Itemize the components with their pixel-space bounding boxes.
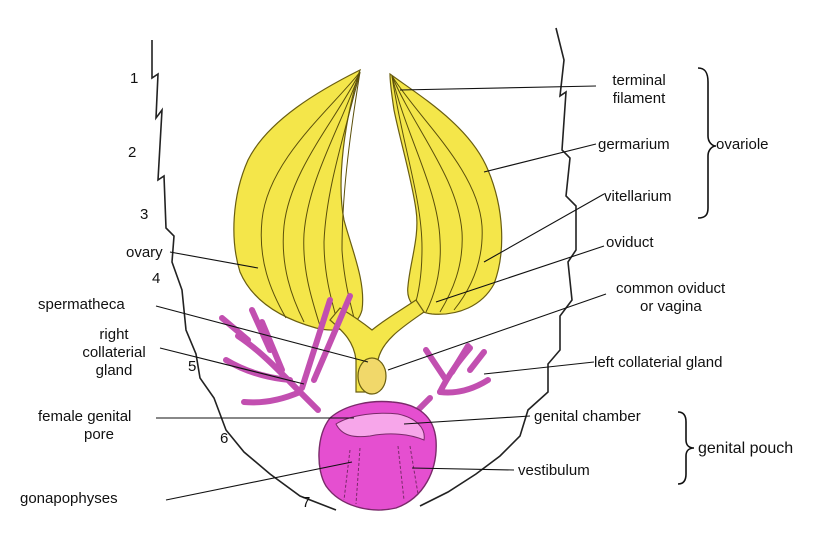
right-collaterial-gland-label: right collaterial gland (70, 326, 158, 380)
segment-number: 4 (152, 270, 161, 287)
oviduct-label: oviduct (606, 234, 654, 251)
genital-chamber (335, 412, 425, 441)
female-genital-pore-label: female genital pore (38, 408, 131, 444)
right-ovarioles (391, 75, 483, 313)
left-body-wall (151, 40, 337, 511)
segment-number: 1 (130, 70, 139, 87)
segment-number: 6 (220, 430, 229, 447)
terminal-filament-line1: terminal (612, 72, 666, 89)
left-collaterial-gland-label: left collaterial gland (594, 354, 723, 371)
germarium-label: germarium (598, 136, 670, 153)
common-oviduct-label: common oviduct or vagina (616, 280, 725, 316)
ovary-label: ovary (126, 244, 163, 261)
left-collaterial-gland (411, 343, 491, 417)
common-oviduct (329, 299, 425, 393)
genital-chamber-label: genital chamber (534, 408, 641, 425)
genital-pouch-label: genital pouch (698, 440, 794, 457)
vestibulum-label: vestibulum (518, 462, 590, 479)
segment-number: 2 (128, 144, 137, 161)
segment-number: 7 (302, 494, 311, 511)
gonapophyses-label: gonapophyses (20, 490, 118, 507)
female-genital-pore-line1: female genital (38, 408, 132, 425)
genital-pouch-brace (677, 411, 695, 485)
right-collaterial-line1: right (99, 326, 129, 343)
right-ovary (389, 72, 503, 315)
gonapophyses (343, 445, 419, 505)
female-genital-pore-line2: pore (84, 426, 115, 443)
segment-number: 5 (188, 358, 197, 375)
ovariole-label: ovariole (716, 136, 769, 153)
spermatheca (357, 357, 387, 395)
segment-number: 3 (140, 206, 149, 223)
right-collaterial-line3: gland (95, 362, 133, 379)
left-ovary (233, 68, 364, 331)
leader-lines (155, 85, 607, 501)
common-oviduct-line1: common oviduct (616, 280, 726, 297)
terminal-filament-line2: filament (612, 90, 666, 107)
common-oviduct-line2: or vagina (640, 298, 702, 315)
right-collaterial-gland (219, 293, 353, 413)
right-collaterial-line2: collaterial (82, 344, 146, 361)
vitellarium-label: vitellarium (604, 188, 672, 205)
ovariole-brace (697, 67, 717, 219)
terminal-filament-label: terminal filament (596, 72, 682, 108)
spermatheca-label: spermatheca (38, 296, 125, 313)
right-body-wall (419, 27, 577, 507)
